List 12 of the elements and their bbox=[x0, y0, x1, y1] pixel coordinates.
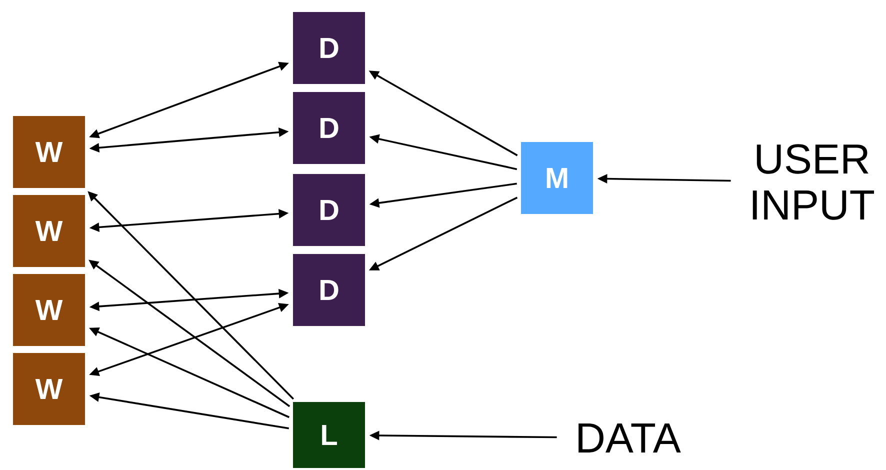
letter-box: W bbox=[13, 116, 85, 188]
text-label: USER INPUT bbox=[752, 144, 874, 220]
letter-box: D bbox=[293, 174, 365, 246]
letter-box: D bbox=[293, 254, 365, 326]
letter-box: M bbox=[521, 142, 593, 214]
text-label: DATA bbox=[578, 424, 681, 452]
letter-box: W bbox=[13, 353, 85, 425]
letter-box: D bbox=[293, 92, 365, 164]
letter-box: W bbox=[13, 195, 85, 267]
letter-box: D bbox=[293, 12, 365, 84]
letter-box: L bbox=[293, 402, 365, 468]
letter-box: W bbox=[13, 274, 85, 346]
